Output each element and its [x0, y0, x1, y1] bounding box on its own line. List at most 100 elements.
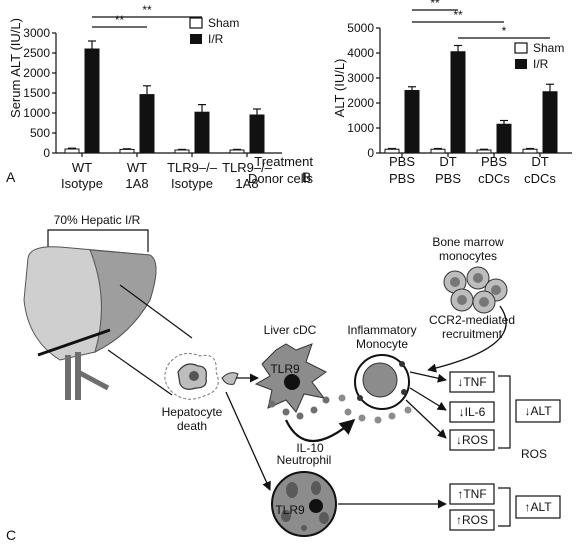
up-tnf-box: ↑TNF [457, 487, 486, 501]
donor-cells-row-label: Donor cells [248, 171, 314, 186]
panel-b-y-tick-label: 2000 [347, 96, 374, 110]
panel-a-category-label: 1A8 [235, 176, 258, 191]
legend-sham-label: Sham [208, 16, 239, 30]
hepatocyte-label-1: Hepatocyte [162, 405, 223, 419]
panel-a-y-tick-label: 0 [43, 146, 50, 160]
panel-a-y-tick-label: 2000 [23, 66, 50, 80]
panel-b-bar-sham [522, 148, 538, 154]
panel-a-category-label: WT [72, 160, 92, 175]
clamp-line [37, 328, 111, 357]
inflammatory-label-2: Monocyte [356, 337, 408, 351]
up-ros-box: ↑ROS [456, 513, 488, 527]
legend-sham-swatch [189, 17, 203, 29]
panel-a-category-label: Isotype [61, 176, 103, 191]
legend-ir-swatch-b [515, 59, 527, 69]
panel-b-category-label: cDCs [478, 171, 510, 186]
panel-a-legend: Sham I/R [189, 16, 239, 46]
panel-b-significance-label: ** [430, 0, 440, 10]
il10-arrow [285, 418, 356, 443]
panel-a-y-tick-label: 3000 [23, 26, 50, 40]
treatment-row-label: Treatment [254, 154, 313, 169]
panel-b-category-label: DT [439, 154, 456, 169]
neutrophil-label: Neutrophil [277, 453, 332, 467]
panel-b-significance-label: * [502, 24, 507, 38]
panel-a-bar-sham [64, 148, 80, 154]
panel-a-bar-sham [119, 148, 135, 154]
liver-cdc-cell [254, 343, 330, 420]
ros-label: ROS [521, 447, 547, 461]
legend-ir-swatch [190, 34, 202, 44]
panel-a-significance-label: ** [115, 13, 125, 27]
panel-a-y-tick-label: 500 [30, 126, 50, 140]
panel-a-category-label: WT [127, 160, 147, 175]
panel-b-bar-ir [450, 51, 466, 154]
panel-b-significance-label: ** [453, 8, 463, 22]
panel-a-y-tick-label: 1500 [23, 86, 50, 100]
inflammatory-monocyte-cell [338, 354, 412, 424]
panel-b-category-label: PBS [389, 171, 415, 186]
tlr9-neutrophil-label: TLR9 [275, 503, 305, 517]
panel-a-category-label: TLR9–/– [167, 160, 218, 175]
liver-illustration [23, 246, 193, 400]
recruitment-label-1: CCR2-mediated [429, 313, 515, 327]
panel-b-y-tick-label: 0 [367, 146, 374, 160]
panel-a-y-tick-label: 2500 [23, 46, 50, 60]
legend-ir-label-b: I/R [533, 57, 549, 71]
panel-b-category-label: cDCs [524, 171, 556, 186]
panel-a-bar-sham [229, 149, 245, 154]
panel-b-bar-ir [404, 90, 420, 154]
panel-a-bar-ir [194, 111, 210, 154]
panel-b-y-tick-label: 5000 [347, 21, 374, 35]
panel-b-bar-sham [476, 149, 492, 154]
down-ros-box: ↓ROS [456, 433, 488, 447]
panel-b-bar-sham [430, 148, 446, 154]
liver-cdc-label: Liver cDC [264, 323, 317, 337]
down-effects-group: ↓TNF ↓IL-6 ↓ROS ↓ALT ROS [449, 371, 561, 461]
panel-a-bar-sham [174, 149, 190, 154]
tlr9-cdc-label: TLR9 [270, 362, 300, 376]
panel-a-bar-ir [84, 48, 100, 154]
panel-a-category-label: TLR9–/– [222, 160, 273, 175]
recruitment-label-2: recruitment [442, 327, 503, 341]
panel-a-bar-ir [139, 94, 155, 154]
panel-b-category-label: PBS [389, 154, 415, 169]
hepatic-bracket [47, 229, 149, 252]
panel-b-y-tick-label: 1000 [347, 121, 374, 135]
panel-a-ylabel: Serum ALT (IU/L) [8, 18, 23, 118]
panel-a-category-label: 1A8 [125, 176, 148, 191]
legend-sham-label-b: Sham [533, 41, 564, 55]
il10-label: IL-10 [296, 441, 324, 455]
panel-a-letter: A [6, 169, 16, 185]
panel-a-y-tick-label: 1000 [23, 106, 50, 120]
up-alt-box: ↑ALT [524, 500, 552, 514]
arrow-to-neutrophil [225, 391, 271, 491]
inflammatory-label-1: Inflammatory [347, 323, 416, 337]
panel-a-category-label: Isotype [171, 176, 213, 191]
bone-marrow-label-2: monocytes [439, 249, 497, 263]
panel-b-ylabel: ALT (IU/L) [332, 59, 347, 118]
bone-marrow-monocytes [443, 266, 508, 314]
down-tnf-box: ↓TNF [457, 375, 486, 389]
bone-marrow-label-1: Bone marrow [432, 235, 504, 249]
panel-b-category-label: DT [531, 154, 548, 169]
panel-b-y-tick-label: 3000 [347, 71, 374, 85]
panel-c-diagram: C 70% Hepatic I/R Hepatocyte death Liver… [6, 213, 561, 543]
down-alt-box: ↓ALT [524, 404, 552, 418]
hepatocyte-death-cell [164, 353, 239, 400]
panel-a-bar-ir [249, 114, 265, 154]
panel-a-significance-label: ** [142, 3, 152, 17]
panel-a-chart: Serum ALT (IU/L) 0 500 1000 1500 2000 2500 300… [6, 3, 282, 191]
hepatocyte-label-2: death [177, 419, 207, 433]
legend-ir-label: I/R [208, 32, 224, 46]
panel-b-letter: B [302, 169, 311, 185]
legend-sham-swatch-b [514, 42, 528, 54]
up-effects-group: ↑TNF ↑ROS ↑ALT [449, 483, 561, 531]
hepatic-ir-label: 70% Hepatic I/R [54, 213, 141, 227]
panel-b-bar-ir [542, 91, 558, 154]
panel-b-bar-ir [496, 123, 512, 154]
panel-b-bar-sham [384, 148, 400, 154]
down-il6-box: ↓IL-6 [459, 405, 486, 419]
recruitment-arrow [427, 305, 507, 373]
panel-b-legend: Sham I/R [514, 41, 564, 71]
